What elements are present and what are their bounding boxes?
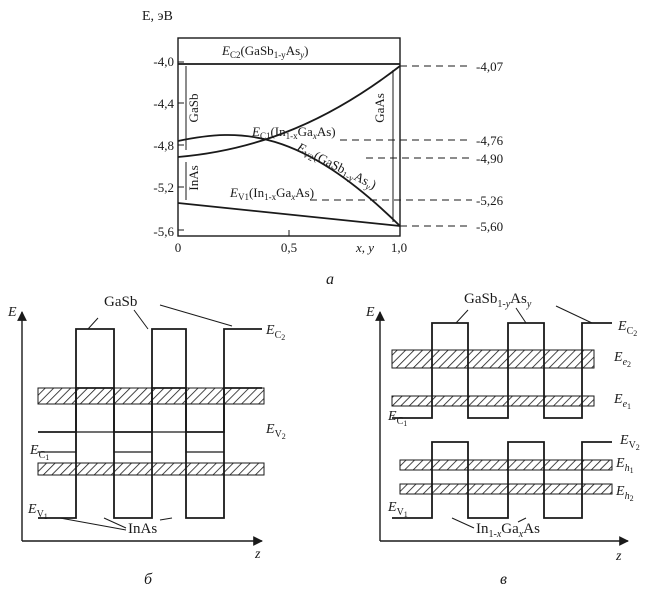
hatched-band-h2	[399, 483, 613, 495]
x-tick-label: 0,5	[281, 240, 297, 255]
hatched-band-e1	[391, 395, 595, 407]
leader	[87, 317, 99, 330]
caption-b: б	[144, 571, 153, 588]
x-tick-label: 0	[175, 240, 182, 255]
value-label: -5,26	[476, 193, 504, 208]
panel-c: E z GaSb1-yAsy In1-xGaxAs EC2 Ee2 Ee1 EC…	[365, 291, 640, 588]
axis-label-z: z	[615, 549, 622, 564]
label-ingaas-c: In1-xGaxAs	[476, 521, 540, 540]
label-eh1-c: Eh1	[615, 456, 634, 475]
label-ec1-c: EC1	[387, 409, 407, 428]
leader	[159, 517, 173, 521]
ec1-curve	[177, 65, 401, 158]
y-tick-label: -5,6	[153, 224, 174, 239]
label-ev2-c: EV2	[619, 433, 640, 452]
y-tick-label: -4,0	[153, 54, 174, 69]
valence-profile-2	[38, 387, 262, 433]
leader	[159, 304, 233, 327]
label-gasb-b: GaSb	[104, 294, 137, 310]
caption-a: а	[326, 271, 334, 288]
leader	[451, 517, 475, 529]
label-ev2-b: EV2	[265, 422, 286, 441]
caption-c: в	[500, 571, 507, 588]
leader	[515, 307, 527, 324]
label-ev1-b: EV1	[27, 502, 48, 521]
conduction-profile	[392, 322, 612, 419]
label-ev1: EV1(In1-xGaxAs)	[229, 185, 314, 202]
label-ec1-b: EC1	[29, 443, 49, 462]
dashed-leaders	[310, 65, 472, 227]
label-inas-b: InAs	[128, 521, 157, 537]
value-label: -4,76	[476, 133, 504, 148]
axis-label-e: E	[365, 305, 375, 320]
y-tick-label: -5,2	[153, 180, 174, 195]
y-tick-label: -4,8	[153, 138, 174, 153]
panel-b: E z GaSb InAs EC2 EV2 EC1 EV1 б	[7, 294, 286, 588]
label-ec1: EC1(In1-xGaxAs)	[251, 124, 336, 141]
x-axis-label: x, y	[355, 240, 374, 255]
leader	[517, 517, 527, 523]
y-tick-label: -4,4	[153, 96, 174, 111]
hatched-band-upper	[37, 387, 265, 405]
label-eh2-c: Eh2	[615, 484, 634, 503]
ev1-line	[177, 202, 401, 227]
value-label: -4,90	[476, 151, 503, 166]
value-label: -4,07	[476, 59, 504, 74]
label-ec2-c: EC2	[617, 319, 637, 338]
label-gasbas-c: GaSb1-yAsy	[464, 291, 532, 310]
ev2-curve	[177, 134, 401, 227]
label-ec2: EC2(GaSb1-yAsy)	[221, 43, 308, 60]
y-axis-label: E, эВ	[142, 9, 173, 24]
leader	[59, 517, 127, 531]
label-ee2-c: Ee2	[613, 350, 631, 369]
valence-profile	[392, 441, 612, 519]
label-gaas: GaAs	[372, 93, 387, 123]
leader	[455, 309, 469, 324]
leader	[555, 305, 593, 324]
leader	[103, 517, 127, 529]
hatched-band-e2	[391, 349, 595, 369]
label-gasb: GaSb	[186, 94, 201, 123]
conduction-profile	[38, 328, 262, 519]
x-ticks: 0 0,5 1,0 x, y	[175, 230, 407, 255]
value-label: -5,60	[476, 219, 503, 234]
y-ticks: -4,0 -4,4 -4,8 -5,2 -5,6	[153, 54, 184, 239]
label-ec2-b: EC2	[265, 323, 285, 342]
inner-levels	[38, 431, 224, 453]
panel-a: E, эВ -4,0 -4,4 -4,8 -5,2 -5,6 0 0,5 1,0…	[142, 9, 504, 288]
hatched-band-lower	[37, 462, 265, 476]
label-ev1-c: EV1	[387, 500, 408, 519]
x-tick-label: 1,0	[391, 240, 407, 255]
axis-label-e: E	[7, 305, 17, 320]
label-inas: InAs	[186, 165, 201, 190]
leader	[133, 309, 149, 330]
axis-label-z: z	[254, 547, 261, 562]
label-ee1-c: Ee1	[613, 392, 631, 411]
